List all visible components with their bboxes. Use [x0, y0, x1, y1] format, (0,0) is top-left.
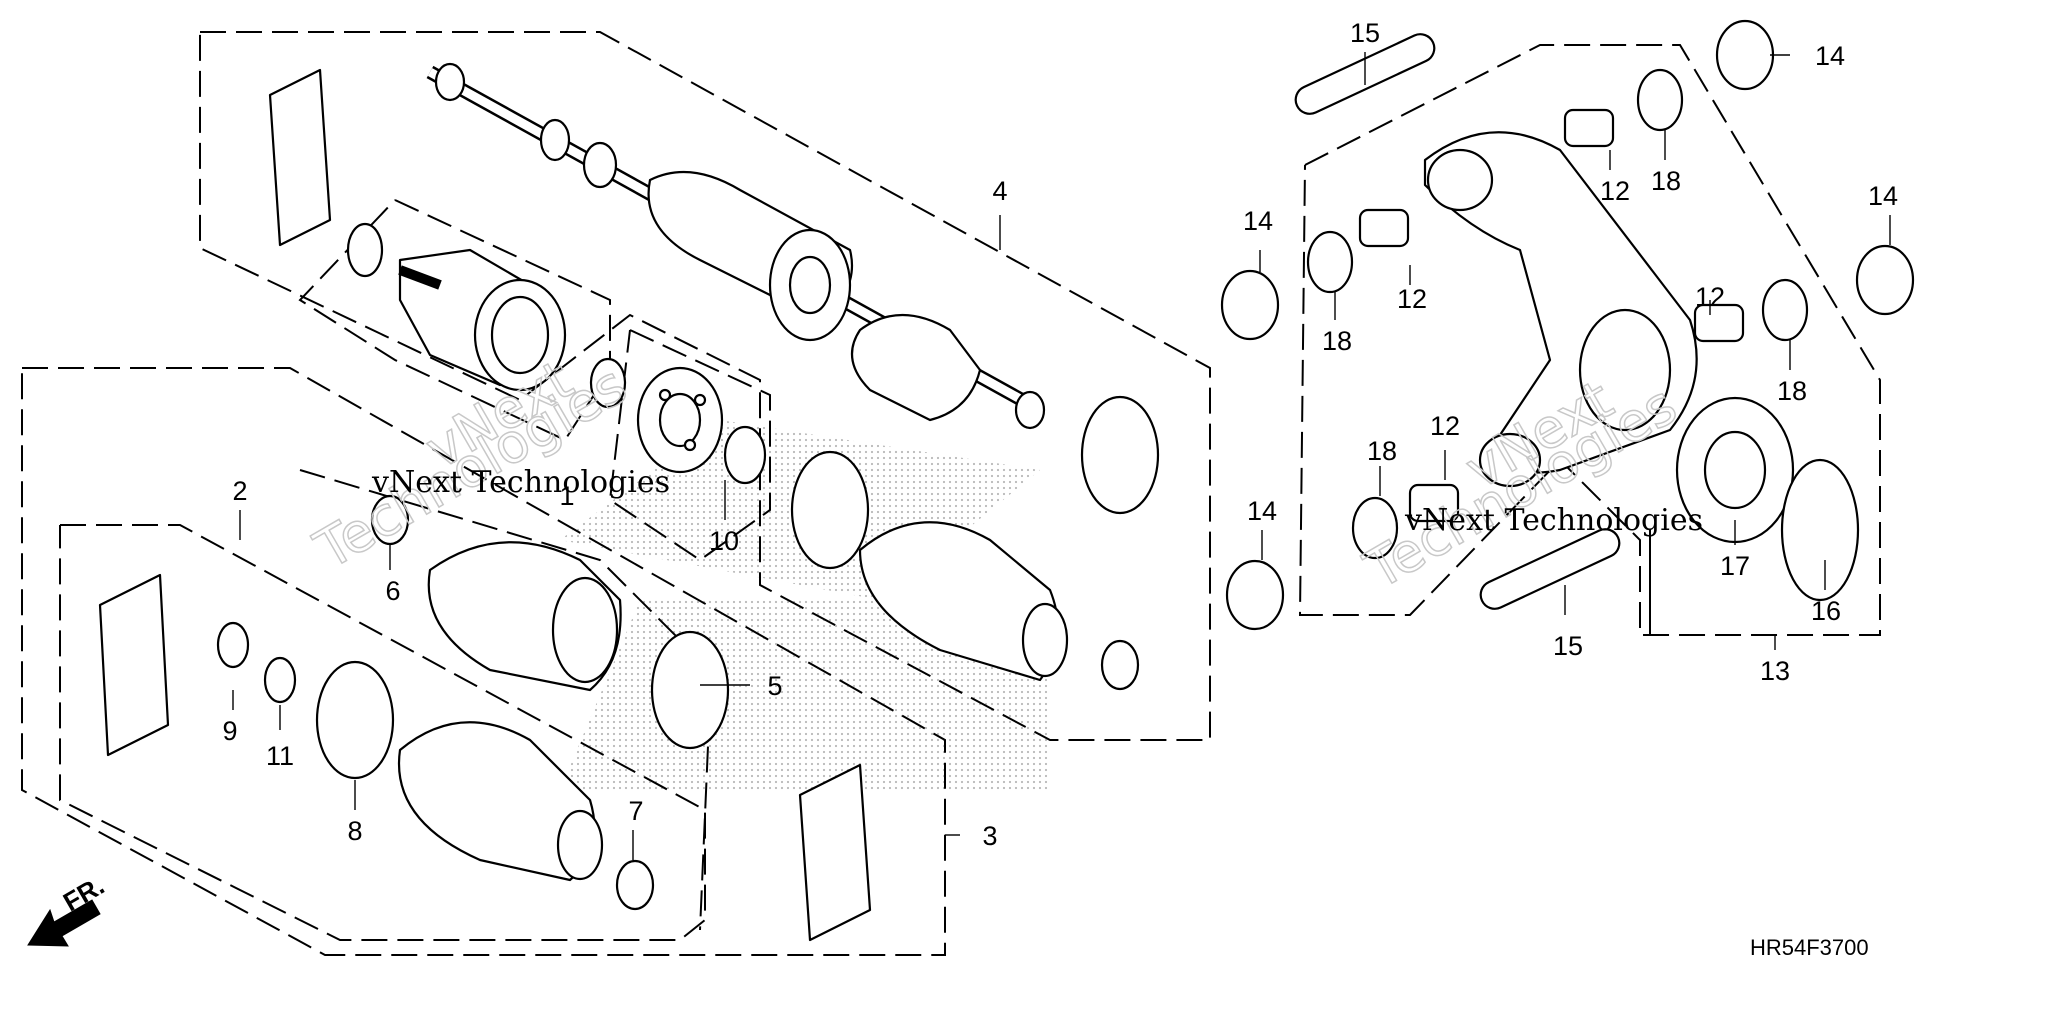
group-outline-arm — [1298, 44, 1881, 636]
callout-13: 13 — [1760, 656, 1790, 686]
callout-18-right: 18 — [1777, 376, 1807, 406]
callout-18-top: 18 — [1651, 166, 1681, 196]
group-outline-1 — [298, 199, 611, 442]
callout-14-right: 14 — [1868, 181, 1898, 211]
drive-shaft-assembly — [426, 62, 1046, 430]
bearing-race — [636, 366, 724, 474]
callout-12-left: 12 — [1397, 284, 1427, 314]
callout-3: 3 — [982, 821, 997, 851]
callout-18-bottom: 18 — [1367, 436, 1397, 466]
callout-16: 16 — [1811, 596, 1841, 626]
callout-12-right: 12 — [1695, 282, 1725, 312]
arm-bearing — [1675, 396, 1860, 602]
front-direction-arrow: FR. — [27, 870, 109, 947]
callout-11: 11 — [266, 741, 294, 771]
callout-9: 9 — [222, 716, 237, 746]
arm-seals — [1306, 68, 1809, 560]
callout-14-top-right: 14 — [1815, 41, 1845, 71]
outboard-joint — [398, 248, 567, 392]
callout-18-left: 18 — [1322, 326, 1352, 356]
group-outline-10 — [608, 329, 771, 562]
watermark-text-r: vNext Technologies — [1404, 503, 1703, 538]
watermark-text: vNext Technologies — [371, 465, 670, 500]
arm-assembly — [1423, 131, 1698, 488]
callout-12-top: 12 — [1600, 176, 1630, 206]
boot-bands — [315, 395, 1160, 780]
small-parts-left — [216, 222, 1140, 911]
callout-15-bottom: 15 — [1553, 631, 1583, 661]
callout-15-top: 15 — [1350, 18, 1380, 48]
diagram-code: HR54F3700 — [1750, 935, 1869, 960]
callout-14-left-bottom: 14 — [1247, 496, 1277, 526]
callout-12-bottom: 12 — [1430, 411, 1460, 441]
callout-6: 6 — [385, 576, 400, 606]
tags — [98, 68, 872, 942]
callout-8: 8 — [347, 816, 362, 846]
callout-4: 4 — [992, 176, 1007, 206]
group-outline-3 — [21, 367, 946, 956]
arm-bushings — [1294, 33, 1745, 610]
front-label: FR. — [58, 870, 109, 917]
callout-17: 17 — [1720, 551, 1750, 581]
callout-10: 10 — [709, 526, 739, 556]
callout-7: 7 — [628, 796, 643, 826]
boots — [397, 521, 1069, 882]
callout-14-left-top: 14 — [1243, 206, 1273, 236]
callout-5: 5 — [767, 671, 782, 701]
callouts: 4 1 10 2 3 5 6 7 8 9 11 15 15 14 14 14 1… — [222, 18, 1898, 851]
group-outline-4 — [199, 31, 1211, 741]
callout-2: 2 — [232, 476, 247, 506]
callout-1: 1 — [559, 481, 574, 511]
arm-caps — [1220, 19, 1915, 631]
group-outline-2 — [59, 524, 706, 941]
leader-lines — [232, 52, 1891, 860]
